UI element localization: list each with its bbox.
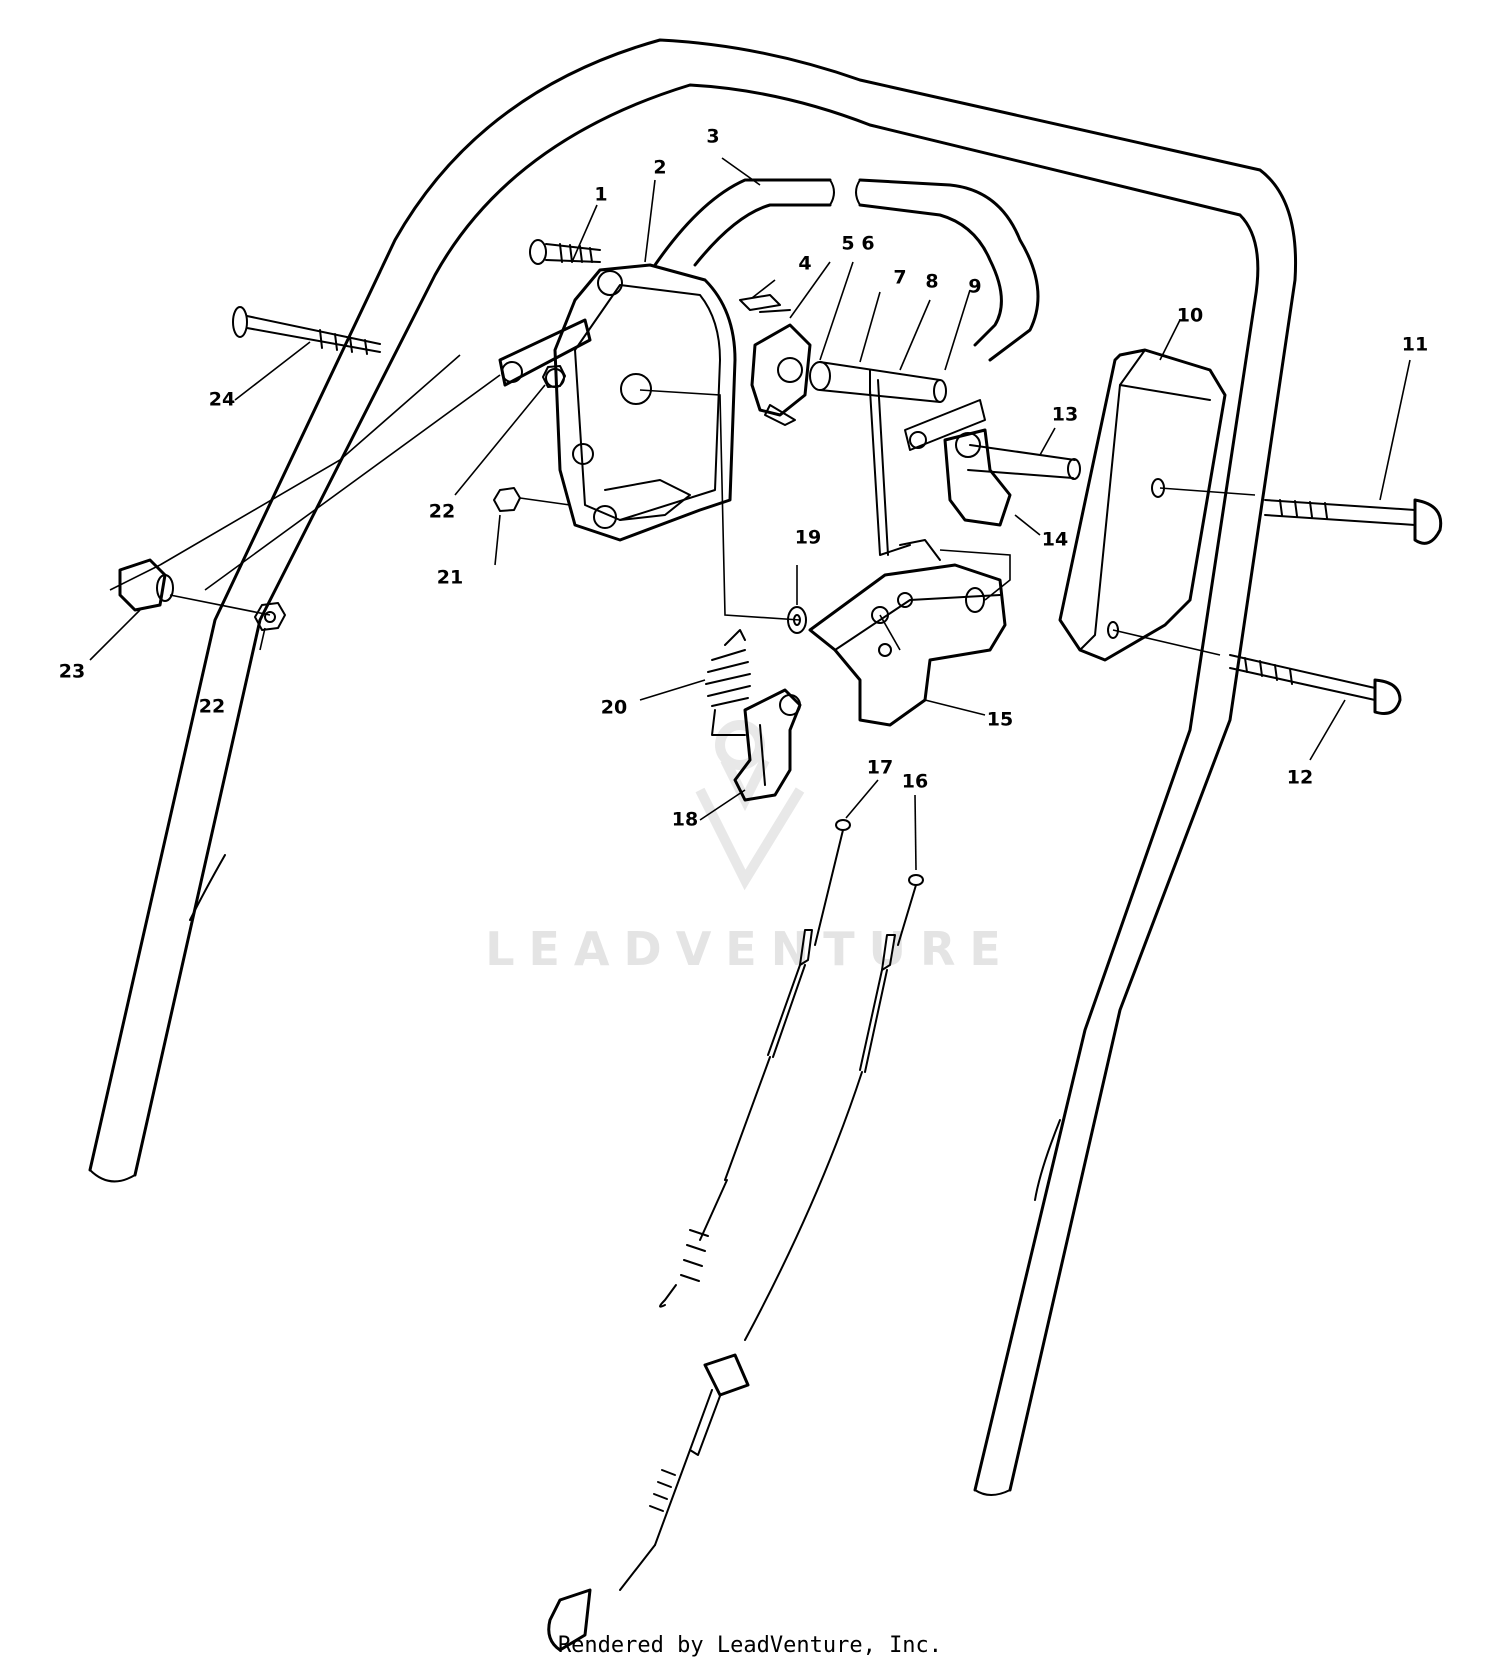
cable-16 bbox=[547, 874, 924, 1652]
part-label-18: 18 bbox=[672, 809, 698, 831]
washer-4-5 bbox=[739, 294, 791, 313]
part-label-7: 7 bbox=[893, 267, 906, 289]
part-label-6: 6 bbox=[861, 233, 874, 255]
cam-6 bbox=[750, 323, 812, 426]
part-label-13: 13 bbox=[1052, 404, 1078, 426]
leader-lines bbox=[109, 354, 1256, 656]
part-label-12: 12 bbox=[1287, 767, 1313, 789]
part-label-23: 23 bbox=[59, 661, 85, 683]
handle-tube bbox=[88, 38, 1298, 1496]
part-label-19: 19 bbox=[795, 527, 821, 549]
nut-22-lower bbox=[254, 602, 286, 631]
bolt-24 bbox=[232, 306, 381, 355]
nut-21 bbox=[493, 487, 521, 512]
part-label-20: 20 bbox=[601, 697, 627, 719]
footer-credit: Rendered by LeadVenture, Inc. bbox=[558, 1633, 942, 1658]
callout-leaders bbox=[89, 157, 1411, 871]
part-label-2: 2 bbox=[653, 157, 666, 179]
bushing-23 bbox=[118, 558, 174, 612]
cover-10 bbox=[1058, 348, 1227, 662]
part-label-9: 9 bbox=[968, 276, 981, 298]
part-label-3: 3 bbox=[706, 126, 719, 148]
bracket-15 bbox=[808, 539, 1007, 727]
part-label-22-lower: 22 bbox=[199, 696, 225, 718]
part-label-15: 15 bbox=[987, 709, 1013, 731]
bolt-12 bbox=[1229, 654, 1402, 715]
part-label-21: 21 bbox=[437, 567, 463, 589]
part-label-14: 14 bbox=[1042, 529, 1068, 551]
bolt-11 bbox=[1264, 498, 1443, 545]
rod-13 bbox=[967, 444, 1081, 480]
part-label-11: 11 bbox=[1402, 334, 1428, 356]
cable-17 bbox=[659, 819, 851, 1308]
part-labels: 1 2 3 4 5 6 7 8 9 10 11 12 13 14 15 16 1… bbox=[59, 126, 1428, 831]
part-label-5: 5 bbox=[841, 233, 854, 255]
lever-18 bbox=[733, 688, 802, 802]
watermark-text: LEADVENTURE bbox=[485, 922, 1015, 976]
bolt-1 bbox=[529, 239, 601, 265]
lever-14 bbox=[904, 399, 1012, 527]
shaft-7-9 bbox=[809, 361, 947, 403]
bail-bar bbox=[653, 178, 1040, 362]
part-label-10: 10 bbox=[1177, 305, 1203, 327]
link-rod bbox=[869, 379, 911, 556]
part-label-4: 4 bbox=[798, 253, 811, 275]
part-label-16: 16 bbox=[902, 771, 928, 793]
part-label-22-upper: 22 bbox=[429, 501, 455, 523]
part-label-8: 8 bbox=[925, 271, 938, 293]
control-housing bbox=[553, 263, 737, 542]
nut-22-upper bbox=[542, 365, 566, 388]
spring-20 bbox=[705, 629, 751, 736]
part-label-1: 1 bbox=[594, 184, 607, 206]
part-label-24: 24 bbox=[209, 389, 235, 411]
part-label-17: 17 bbox=[867, 757, 893, 779]
